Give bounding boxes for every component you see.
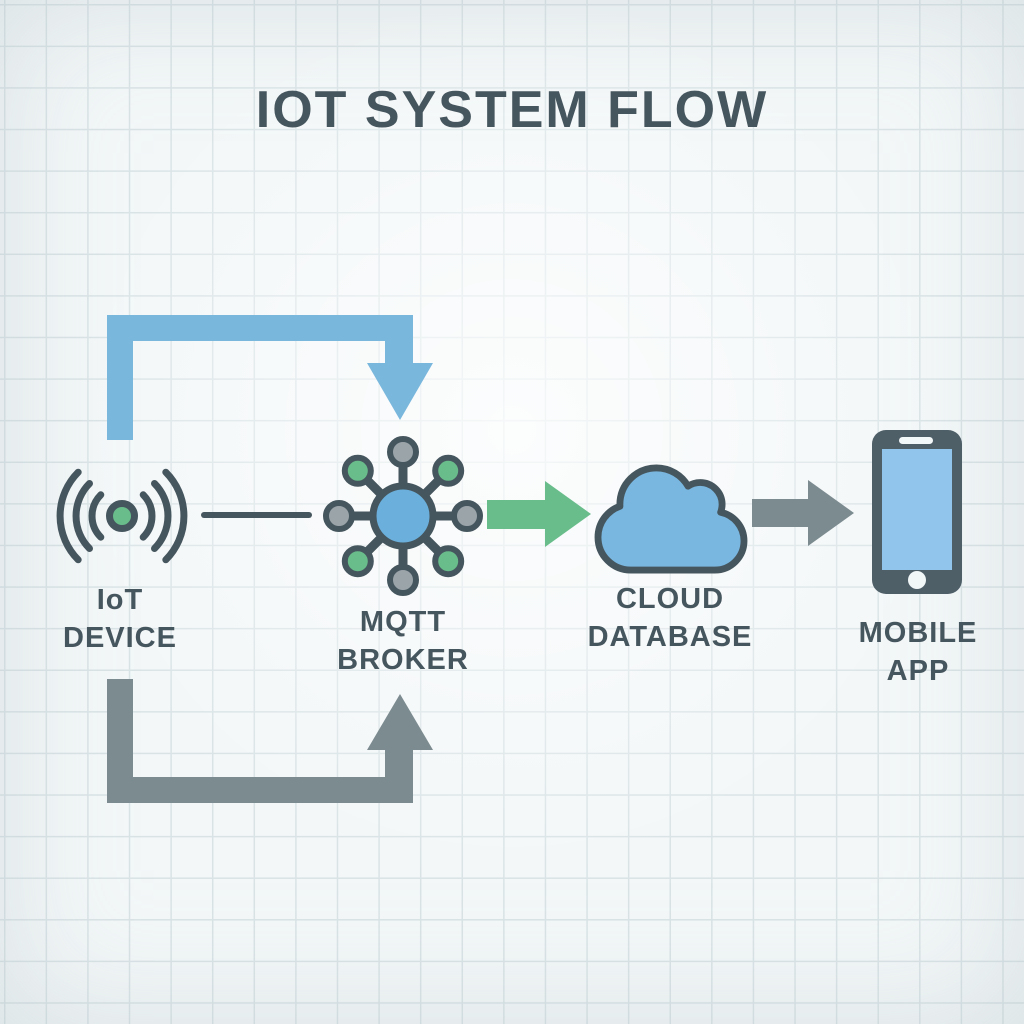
cloud-database-label-line2: DATABASE bbox=[587, 621, 753, 653]
hub-center-circle bbox=[369, 482, 437, 550]
arrow-cloud-to-mobile bbox=[752, 480, 854, 546]
arrow-bottom-loop-iot-to-mqtt bbox=[107, 679, 433, 803]
wifi-wave-right-inner bbox=[139, 491, 156, 541]
hub-node-north bbox=[387, 436, 419, 468]
mobile-app-label-line1: MOBILE bbox=[858, 617, 978, 649]
mqtt-broker-label: MQTT BROKER bbox=[303, 603, 503, 679]
iot-device-label-line1: IoT bbox=[96, 584, 144, 616]
hub-node-northwest bbox=[341, 454, 374, 487]
arrow-mqtt-to-cloud bbox=[487, 481, 591, 547]
wifi-wave-left-inner bbox=[88, 491, 105, 541]
iot-device-label: IoT DEVICE bbox=[20, 581, 220, 657]
mobile-app-label: MOBILE APP bbox=[818, 614, 1018, 690]
cloud-shape bbox=[594, 464, 748, 574]
phone-screen bbox=[882, 449, 952, 570]
hub-node-southeast bbox=[432, 545, 465, 578]
wifi-wave-right-outer bbox=[162, 468, 188, 564]
phone-speaker-bar bbox=[899, 437, 933, 444]
mqtt-broker-label-line1: MQTT bbox=[359, 606, 447, 638]
hub-node-south bbox=[387, 564, 419, 596]
mobile-app-label-line2: APP bbox=[886, 655, 950, 687]
wifi-wave-left-mid bbox=[72, 480, 93, 552]
wifi-wave-right-mid bbox=[151, 480, 172, 552]
hub-node-west bbox=[323, 500, 355, 532]
page-title: IOT SYSTEM FLOW bbox=[255, 81, 769, 139]
hub-node-southwest bbox=[341, 545, 374, 578]
hub-network-icon bbox=[323, 436, 483, 596]
wifi-center-dot bbox=[106, 500, 138, 532]
iot-device-label-line2: DEVICE bbox=[63, 622, 177, 654]
cloud-icon bbox=[594, 464, 748, 574]
smartphone-icon bbox=[872, 430, 962, 594]
phone-home-button bbox=[908, 571, 926, 589]
mqtt-broker-label-line2: BROKER bbox=[337, 644, 469, 676]
wifi-signal-icon bbox=[56, 468, 188, 564]
cloud-database-label: CLOUD DATABASE bbox=[568, 580, 772, 656]
hub-node-east bbox=[451, 500, 483, 532]
hub-node-northeast bbox=[432, 454, 465, 487]
cloud-database-label-line1: CLOUD bbox=[615, 583, 725, 615]
wifi-wave-left-outer bbox=[56, 468, 82, 564]
arrow-top-loop-iot-to-mqtt bbox=[107, 315, 433, 440]
